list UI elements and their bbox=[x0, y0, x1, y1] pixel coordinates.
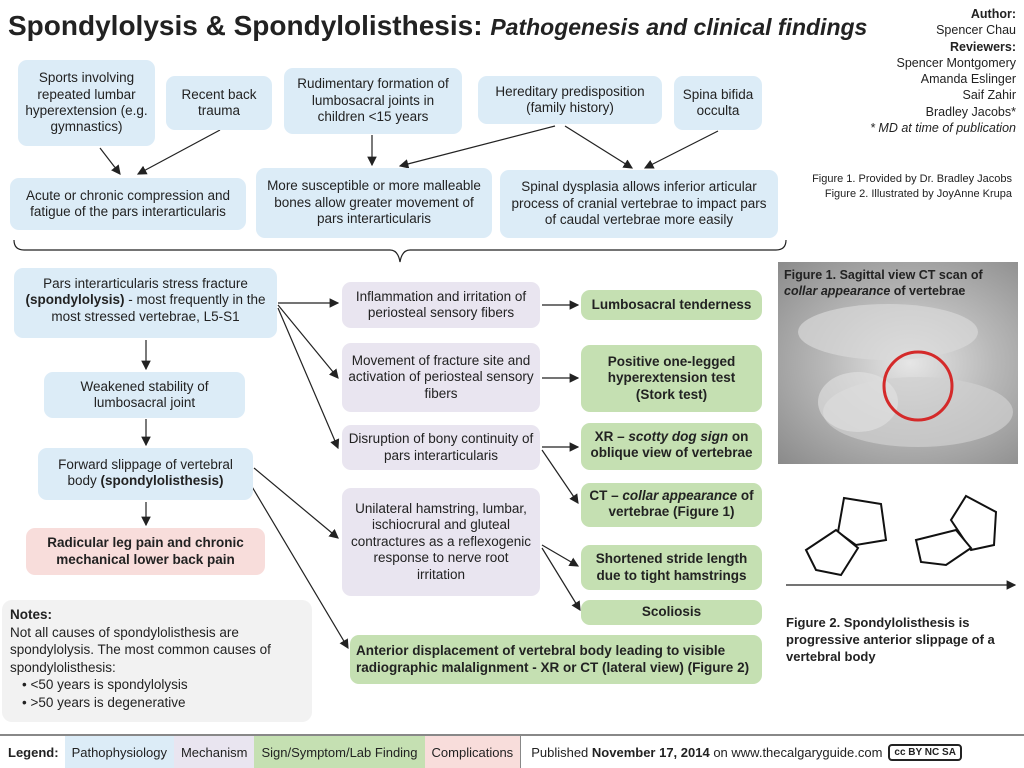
cause-rudimentary: Rudimentary formation of lumbosacral joi… bbox=[284, 68, 462, 134]
xr-detail: on oblique view of vertebrae bbox=[590, 429, 753, 461]
sign-tenderness: Lumbosacral tenderness bbox=[581, 290, 762, 320]
cc-license-icon: cc BY NC SA bbox=[888, 743, 962, 761]
legend-complications: Complications bbox=[424, 736, 522, 768]
reviewer: Spencer Montgomery bbox=[896, 55, 1016, 70]
credits: Author: Spencer Chau Reviewers: Spencer … bbox=[870, 6, 1016, 136]
weakened-stability: Weakened stability of lumbosacral joint bbox=[44, 372, 245, 418]
title-sub: Pathogenesis and clinical findings bbox=[490, 14, 868, 40]
forward-slippage: Forward slippage of vertebral body (spon… bbox=[38, 448, 253, 500]
reviewer: Bradley Jacobs* bbox=[925, 104, 1016, 119]
legend-mechanism: Mechanism bbox=[173, 736, 255, 768]
complication-pain: Radicular leg pain and chronic mechanica… bbox=[26, 528, 265, 575]
highlight-circle bbox=[882, 350, 954, 422]
figure2-caption: Figure 2. Spondylolisthesis is progressi… bbox=[786, 615, 995, 664]
ct-label: CT – bbox=[589, 488, 623, 503]
pars-fracture-detail: - most frequently in the most stressed v… bbox=[51, 292, 266, 324]
cause-hereditary: Hereditary predisposition (family histor… bbox=[478, 76, 662, 124]
notes-bullet: >50 years is degenerative bbox=[22, 694, 304, 712]
spinal-dysplasia: Spinal dysplasia allows inferior articul… bbox=[500, 170, 778, 238]
pars-fracture: Pars interarticularis stress fracture (s… bbox=[14, 268, 277, 338]
legend-label: Legend: bbox=[8, 744, 59, 760]
sign-ct-collar: CT – collar appearance of vertebrae (Fig… bbox=[581, 483, 762, 527]
page-title: Spondylolysis & Spondylolisthesis: Patho… bbox=[8, 10, 867, 42]
figure1-ct-image: Figure 1. Sagittal view CT scan of colla… bbox=[778, 262, 1018, 464]
notes-text: Not all causes of spondylolisthesis are … bbox=[10, 624, 271, 675]
reviewer: Amanda Eslinger bbox=[920, 72, 1016, 86]
footer: Legend: Pathophysiology Mechanism Sign/S… bbox=[0, 734, 1024, 768]
fig1-caption-a: Figure 1. Sagittal view CT scan of bbox=[784, 268, 983, 282]
legend-pathophysiology: Pathophysiology bbox=[64, 736, 174, 768]
slippage-text: Forward slippage of vertebral body bbox=[58, 457, 233, 489]
author: Spencer Chau bbox=[936, 23, 1016, 38]
title-main: Spondylolysis & Spondylolisthesis: bbox=[8, 10, 483, 41]
notes-heading: Notes: bbox=[10, 607, 53, 622]
mechanism-contractures: Unilateral hamstring, lumbar, ischiocrur… bbox=[342, 488, 540, 596]
sign-xr-scotty-dog: XR – scotty dog sign on oblique view of … bbox=[581, 423, 762, 470]
collar-term: collar appearance bbox=[622, 488, 738, 503]
brace bbox=[13, 239, 787, 263]
vertebrae-ct-icon bbox=[798, 304, 1013, 447]
cause-spina-bifida: Spina bifida occulta bbox=[674, 76, 762, 130]
cause-trauma: Recent back trauma bbox=[166, 76, 272, 130]
published: Published November 17, 2014 on www.theca… bbox=[531, 745, 882, 760]
ct-detail: of vertebrae (Figure 1) bbox=[608, 488, 754, 520]
figure-credit: Figure 2. Illustrated by JoyAnne Krupa bbox=[824, 187, 1012, 200]
reviewers-label: Reviewers: bbox=[949, 39, 1016, 54]
malleable-bones: More susceptible or more malleable bones… bbox=[256, 168, 492, 238]
published-label: Published bbox=[531, 744, 592, 760]
sign-stride: Shortened stride length due to tight ham… bbox=[581, 545, 762, 590]
mechanism-disruption: Disruption of bony continuity of pars in… bbox=[342, 425, 540, 470]
fig1-caption-b: collar appearance bbox=[784, 283, 891, 298]
xr-label: XR – bbox=[594, 429, 629, 444]
sign-stork-test: Positive one-legged hyperextension test … bbox=[581, 345, 762, 412]
sign-scoliosis: Scoliosis bbox=[581, 600, 762, 625]
spondylolisthesis-term: (spondylolisthesis) bbox=[100, 473, 224, 489]
legend-sign: Sign/Symptom/Lab Finding bbox=[254, 736, 425, 768]
figure1-caption: Figure 1. Sagittal view CT scan of colla… bbox=[784, 268, 1018, 299]
mechanism-inflammation: Inflammation and irritation of periostea… bbox=[342, 282, 540, 328]
md-note: * MD at time of publication bbox=[870, 120, 1016, 135]
website-link[interactable]: on www.thecalgaryguide.com bbox=[709, 744, 883, 760]
spondylolysis-term: (spondylolysis) bbox=[25, 292, 125, 308]
pars-fracture-text: Pars interarticularis stress fracture bbox=[43, 276, 248, 291]
notes: Notes: Not all causes of spondylolisthes… bbox=[2, 600, 312, 722]
figure2-vertebrae-illustration bbox=[804, 494, 998, 577]
author-label: Author: bbox=[970, 7, 1016, 21]
figure-credits: Figure 1. Provided by Dr. Bradley Jacobs… bbox=[812, 172, 1012, 202]
fig1-caption-c: of vertebrae bbox=[890, 283, 966, 298]
reviewer: Saif Zahir bbox=[962, 88, 1017, 103]
mechanism-movement: Movement of fracture site and activation… bbox=[342, 343, 540, 412]
scotty-dog-term: scotty dog sign bbox=[628, 429, 729, 444]
sign-anterior-displacement: Anterior displacement of vertebral body … bbox=[350, 635, 762, 684]
published-date: November 17, 2014 bbox=[591, 744, 710, 760]
compression: Acute or chronic compression and fatigue… bbox=[10, 178, 246, 230]
figure-credit: Figure 1. Provided by Dr. Bradley Jacobs bbox=[812, 173, 1012, 185]
cause-sports: Sports involving repeated lumbar hyperex… bbox=[18, 60, 155, 146]
notes-bullet: <50 years is spondylolysis bbox=[22, 676, 304, 694]
